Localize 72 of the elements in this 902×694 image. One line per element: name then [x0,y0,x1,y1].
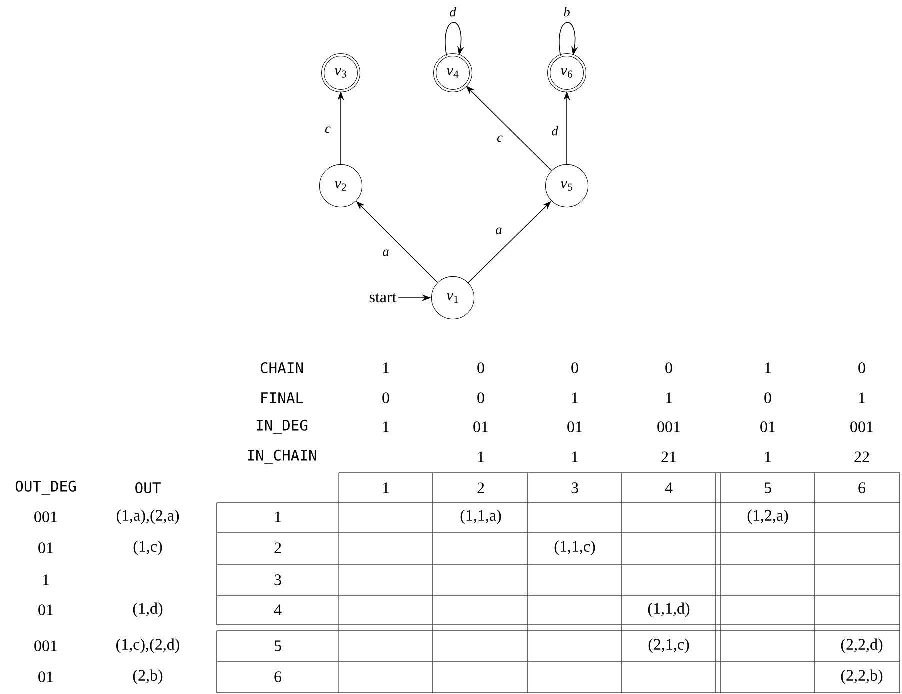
row-label: OUT_DEG [16,480,76,496]
cell-entry: (1,1,a) [460,510,502,524]
table-value: 1 [666,392,672,404]
row-label: FINAL [262,392,304,404]
table-value: 2 [274,542,282,554]
row-label: IN_DEG [256,420,308,434]
edge-label: a [381,248,391,258]
table-value: 1 [859,392,866,404]
row-label: IN_CHAIN [248,450,316,464]
table-value: 0 [478,392,484,404]
table-value: (1,c),(2,d) [116,638,180,654]
accepting-state: v$_{4}$ [433,53,473,93]
table-value: 2 [478,482,484,494]
table-value: 1 [383,482,390,494]
cell-entry: (2,2,b) [841,670,883,684]
table-value: 1 [572,452,578,462]
table-value: 01 [568,422,582,432]
edge-label: d [448,6,458,18]
table-value: 0 [666,362,672,374]
table-value: 01 [474,422,488,432]
cell-entry: (2,2,d) [841,638,883,654]
table-value: 22 [854,452,870,462]
table-value: 001 [850,422,874,432]
table-value: 1 [478,452,484,462]
table-value: 0 [478,362,484,374]
table-value: 0 [764,392,772,404]
table-value: 0 [382,392,390,404]
loop-arrow [559,22,578,56]
table-value: 001 [34,512,58,522]
table-value: 1 [765,452,772,462]
edge-label: c [496,134,504,144]
table-value: 1 [765,362,772,374]
table-value: 1 [43,574,50,586]
table-value: 6 [858,482,866,494]
table-value: 21 [662,452,676,462]
table-value: 01 [38,604,54,616]
table-value: 01 [38,672,54,682]
table-value: 001 [34,640,58,652]
table-value: (1,d) [133,602,163,618]
table-value: (1,a),(2,a) [116,510,180,524]
cell-entry: (1,1,c) [554,540,596,556]
table-value: 1 [572,392,578,404]
table-value: 3 [274,574,282,586]
edge-label: a [494,226,504,236]
cell-entry: (2,1,c) [648,638,690,654]
loop-arrow [445,22,464,56]
table-value: 1 [383,422,390,432]
table-value: 3 [572,482,578,494]
edge-label: d [550,124,560,138]
table-value: 6 [274,672,282,682]
table-value: 4 [274,604,282,616]
table-value: 5 [274,640,282,652]
table-value: (1,c) [134,540,162,556]
table-value: 01 [760,422,776,432]
table-value: (2,b) [133,670,163,684]
table-value: 0 [858,362,866,374]
row-label: OUT [136,482,161,494]
table-value: 1 [275,512,282,522]
table-value: 4 [665,482,673,494]
table-value: 001 [658,422,680,432]
row-label: CHAIN [260,362,304,374]
accepting-state: v$_{6}$ [547,53,587,93]
table-value: 1 [383,362,390,374]
edge-label: b [562,6,572,18]
accepting-state: v$_{3}$ [321,53,361,93]
table-value: 5 [764,482,772,494]
start-label: start [370,293,397,303]
edge-label: c [324,125,332,135]
table-value: 01 [38,542,54,554]
table-value: 0 [572,362,578,374]
cell-entry: (1,2,a) [748,510,788,524]
cell-entry: (1,1,d) [648,602,690,618]
